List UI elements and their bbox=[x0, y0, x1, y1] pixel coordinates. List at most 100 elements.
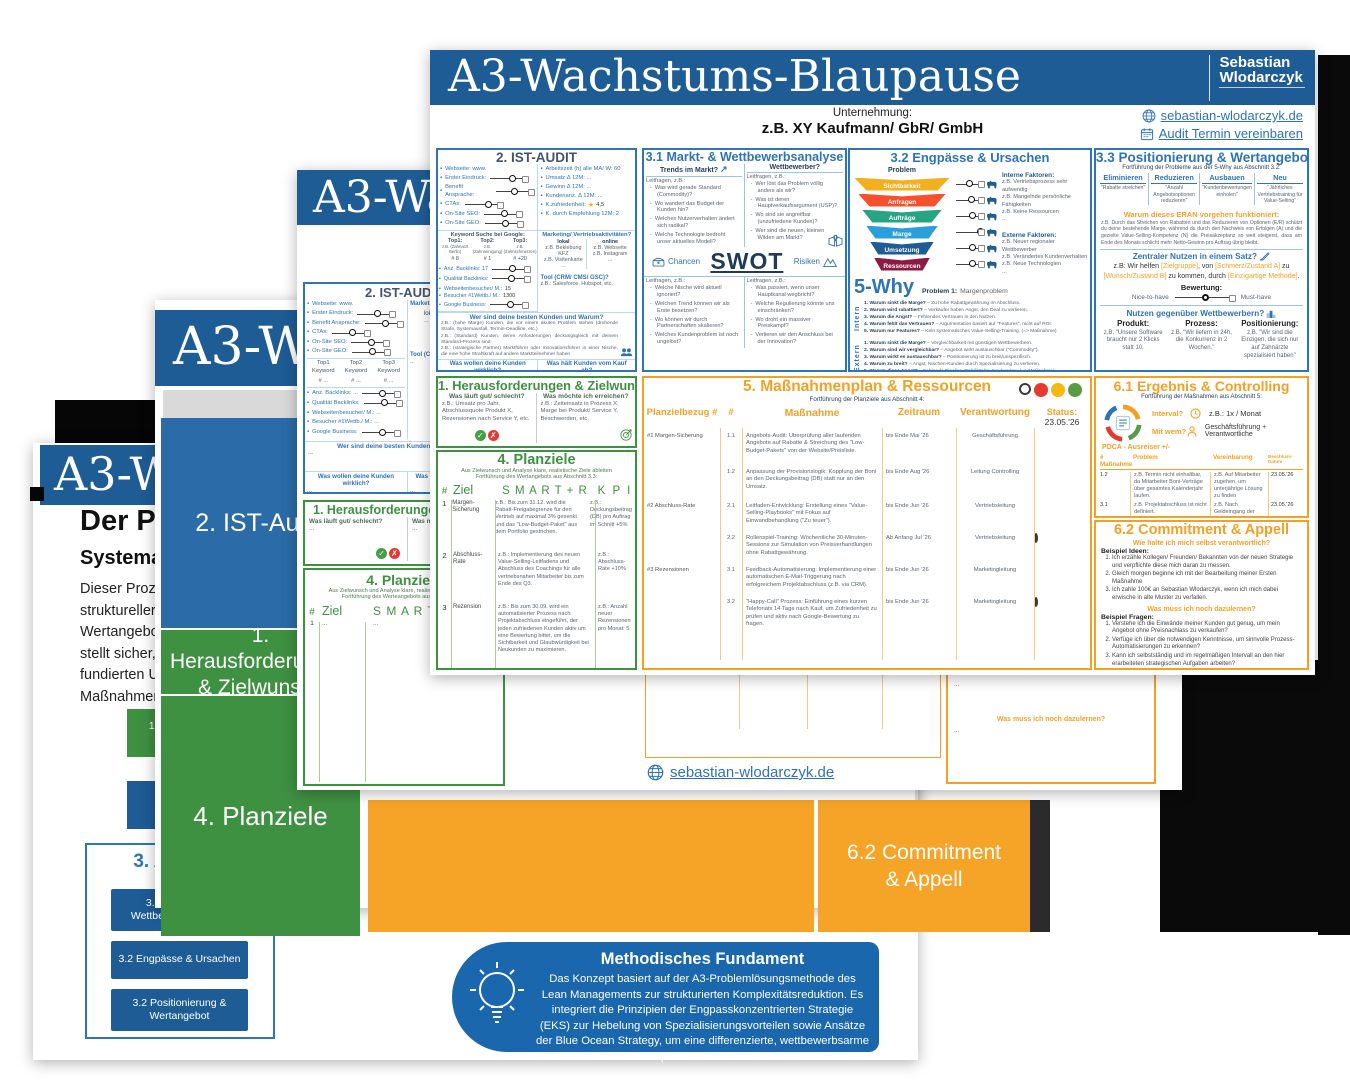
bull-icon bbox=[987, 228, 997, 236]
dots: ... bbox=[954, 727, 960, 734]
audit-item: Besucher #1Wettb./ M.: ... bbox=[312, 419, 379, 426]
thumbs-up-icon: ✓ bbox=[375, 548, 387, 559]
bewertung-slider[interactable] bbox=[1174, 293, 1236, 302]
rating-slider[interactable] bbox=[484, 219, 524, 228]
thumbs-icons: ✓✗ bbox=[375, 548, 401, 559]
fundament-banner: Methodisches Fundament Das Konzept basie… bbox=[452, 942, 879, 1063]
rating-slider[interactable] bbox=[361, 389, 401, 398]
massnahme-cell: Anpassung der Provisionslogik: Kopplung … bbox=[746, 469, 877, 490]
list-item: z.B. Neue Technologien bbox=[1002, 261, 1061, 268]
brand-name-line: Wlodarczyk bbox=[1219, 69, 1303, 86]
rating-slider[interactable] bbox=[464, 200, 504, 209]
company-label: Unternehmung: bbox=[832, 107, 913, 119]
status-green-icon bbox=[1068, 383, 1082, 397]
dots: ... bbox=[954, 681, 960, 688]
funnel-slider[interactable] bbox=[955, 180, 985, 188]
company-value[interactable]: z.B. XY Kaufmann/ GbR/ GmbH bbox=[761, 120, 984, 137]
brand-tagline: Strategie für dein Wachstum bbox=[1219, 87, 1305, 105]
thumbs-down-icon: ✗ bbox=[388, 548, 400, 559]
why-question: 5. Warum nur Features? bbox=[864, 329, 920, 334]
dots: ... bbox=[308, 450, 314, 457]
col-header: Beschluss- Datum bbox=[1268, 454, 1293, 464]
funnel-slider[interactable] bbox=[955, 196, 985, 204]
dots: ... bbox=[411, 525, 418, 532]
funnel-slider[interactable] bbox=[955, 212, 985, 220]
backdrop-black-small-block bbox=[1028, 800, 1050, 932]
nutzen-heading: Zentraler Nutzen in einem Satz? bbox=[1132, 252, 1257, 262]
rating-slider[interactable] bbox=[350, 338, 391, 347]
audit-item: Webseite: www. bbox=[445, 166, 487, 172]
text-segment: . bbox=[1297, 273, 1300, 281]
rating-slider[interactable] bbox=[495, 187, 536, 196]
rating-slider[interactable] bbox=[361, 428, 401, 437]
num-cell: 2.2 bbox=[726, 535, 736, 541]
why-question: 4. Warum zu breit? bbox=[864, 362, 908, 367]
dots: ... bbox=[1002, 216, 1007, 223]
map-pin-icon bbox=[828, 235, 843, 248]
button-positionierung[interactable]: 3.2 Positionierung & Wertangebot bbox=[111, 989, 248, 1031]
zeitraum-cell: bis Ende Jun '26 bbox=[886, 567, 929, 573]
website-link[interactable]: sebastian-wlodarczyk.de bbox=[1160, 108, 1303, 123]
globe-icon bbox=[647, 764, 664, 781]
rating-slider[interactable] bbox=[364, 319, 404, 328]
list-heading: Beispiel Ideen: bbox=[1101, 548, 1149, 555]
list-item: Wo wandert das Budget der Kunden hin? bbox=[650, 201, 740, 215]
rating-slider[interactable] bbox=[356, 310, 397, 319]
page1-title-band: A3-Wachstums-Blaupause Sebastian Wlodarc… bbox=[430, 50, 1315, 105]
problem-cell: z.B. Projektabschluss ist nicht definier… bbox=[1130, 502, 1210, 516]
vereinbarung-cell: z.B. Nach Geldeingang der Abschlussrechn… bbox=[1210, 502, 1268, 516]
funnel-slider[interactable] bbox=[955, 244, 985, 252]
audit-item: On-Site GEO: bbox=[312, 348, 348, 355]
audit-value: 1300 bbox=[503, 293, 516, 300]
funnel-label: Ressourcen bbox=[883, 262, 921, 270]
bull-icon bbox=[987, 244, 997, 252]
funnel-slider[interactable] bbox=[955, 260, 985, 268]
button-engpaesse[interactable]: 3.2 Engpässe & Ursachen bbox=[111, 941, 248, 979]
rating-slider[interactable] bbox=[489, 300, 530, 309]
rating-slider[interactable] bbox=[491, 274, 532, 283]
section-heading: 1. Herausforderungen & Zielwunsch bbox=[438, 378, 635, 393]
footer-link[interactable]: sebastian-wlodarczyk.de bbox=[670, 764, 835, 781]
audit-item: Webseite: www. bbox=[312, 301, 354, 307]
kpi-cell: z.B.: Anzahl neuer Rezensionen pro Monat… bbox=[598, 604, 631, 632]
keyword-label: Top1: bbox=[448, 238, 463, 245]
kpi-cell: z.B.: Abschluss-Rate +10% bbox=[598, 552, 626, 573]
verantwortung-cell: Marketingleitung bbox=[973, 567, 1017, 573]
best-customer-item: z.B.: (hohe Marge) Kunden, die vor einem… bbox=[441, 321, 618, 333]
marketing-heading: Marketing/ Vertriebsaktivitäten? bbox=[542, 232, 632, 239]
planziel-row: 3 Rezension z.B.: Bis zum 30.09. wird ei… bbox=[438, 604, 635, 664]
lead-label: Leitfragen, z.B.: bbox=[746, 278, 786, 285]
eran-why-body: z.B. Durch das Streichen von Rabatten un… bbox=[1101, 219, 1302, 246]
col-heading: Positionierung: bbox=[1241, 318, 1299, 328]
ist-audit-box: 2. IST-AUDIT ▪Webseite: www. ▪Erster Ein… bbox=[436, 148, 637, 372]
pdca-row: 1.2 z.B. Termin nicht einhaltbar, da Mit… bbox=[1100, 472, 1303, 502]
eran-value: "Jährliches Vertriebstraining für Value-… bbox=[1257, 185, 1303, 205]
rating-slider[interactable] bbox=[363, 399, 403, 408]
marketing-item: ... bbox=[607, 257, 613, 264]
section-subtitle: Fortführung der Planziele aus Abschnitt … bbox=[809, 396, 925, 403]
audit-link[interactable]: Audit Termin vereinbaren bbox=[1158, 126, 1303, 141]
col-header: K P I bbox=[597, 485, 633, 497]
rating-slider[interactable] bbox=[351, 348, 391, 357]
block-commitment[interactable]: 6.2 Commitment & Appell bbox=[818, 800, 1030, 932]
col-header: Maßnahme bbox=[784, 407, 840, 419]
block-label: 6.2 Commitment & Appell bbox=[846, 841, 1002, 891]
funnel-slider[interactable] bbox=[955, 228, 985, 236]
dots: ... bbox=[322, 620, 328, 627]
rating-slider[interactable] bbox=[489, 174, 530, 183]
star-icon: ★ bbox=[587, 201, 595, 209]
bull-icon bbox=[987, 196, 997, 204]
rating-slider[interactable] bbox=[331, 329, 371, 338]
massnahmenplan-box: 5. Maßnahmenplan & Ressourcen Fortführun… bbox=[642, 376, 1092, 670]
problem-cell: z.B. Termin nicht einhaltbar, da Mitarbe… bbox=[1130, 472, 1210, 502]
list-item: Welches Nutzerverhalten ändert sich radi… bbox=[650, 216, 740, 230]
paragraph-line: Dieser Prozess bbox=[80, 581, 179, 597]
rating-slider[interactable] bbox=[483, 210, 524, 219]
audit-item: Qualität Backlinks: bbox=[312, 399, 360, 406]
rating-slider[interactable] bbox=[491, 265, 531, 274]
bezug-cell: #1 Margen-Sicherung bbox=[647, 433, 703, 439]
massnahme-cell: Feedback-Automatisierung: Implementierun… bbox=[746, 567, 877, 588]
list-item: Verstehe ich die Einwände meiner Kunden … bbox=[1112, 621, 1303, 636]
text-segment: z.B: Wir helfen bbox=[1113, 263, 1162, 271]
